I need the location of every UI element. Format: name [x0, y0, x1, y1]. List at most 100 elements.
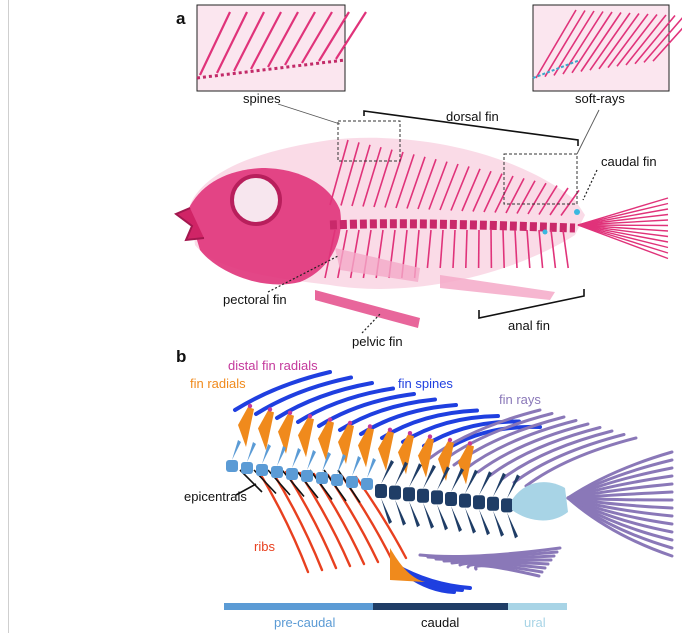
caudal-vertebra [389, 485, 401, 500]
soft-ray [571, 11, 613, 74]
spines-zoom-box [337, 120, 401, 162]
caudal-vertebra [487, 496, 499, 511]
spine-ray [199, 11, 231, 76]
fin-radials-label: fin radials [190, 376, 246, 391]
soft-ray [616, 14, 658, 67]
fin-radial [398, 434, 414, 475]
precaudal-vertebra [271, 466, 283, 478]
caudal-vertebra [403, 487, 415, 502]
rib [538, 229, 544, 269]
distal-radial [467, 441, 473, 446]
fin-spine [380, 408, 479, 440]
rib [439, 229, 444, 269]
caudal-ray [577, 224, 669, 254]
dorsal-ray [450, 166, 470, 211]
distal-radial [447, 437, 453, 443]
spine-ray [301, 11, 333, 64]
haemal-spine [493, 510, 504, 537]
neural-spine [395, 461, 408, 486]
dorsal-ray [351, 144, 371, 207]
precaudal-vertebra [286, 468, 298, 480]
dorsal-ray [406, 156, 426, 209]
fin-ray [500, 429, 614, 481]
haemal-spine [507, 512, 518, 539]
anal-fin-radials [390, 548, 425, 582]
caudal-fin-label: caudal fin [601, 154, 657, 169]
caudal-label: caudal [421, 615, 459, 630]
neural-spine [322, 452, 331, 472]
dorsal-ray [472, 170, 492, 212]
rib [526, 229, 531, 269]
neural-spine [451, 468, 464, 492]
precaudal-vertebra [301, 470, 313, 482]
precaudal-vertebra [331, 474, 343, 486]
rib [550, 229, 557, 269]
caudal-vertebra [375, 484, 387, 498]
anal-ray [426, 550, 559, 560]
caudal-vertebra [501, 498, 513, 513]
caudal-ray [577, 208, 669, 226]
fin-radial [238, 407, 254, 447]
fin-ray [464, 419, 578, 470]
caudal-ray [577, 219, 669, 226]
rib [324, 229, 336, 279]
dorsal-ray [362, 146, 382, 207]
pelvic-fin-callout [361, 312, 382, 334]
fin-radial [378, 430, 394, 471]
soft-rays-zoom-box [503, 153, 578, 205]
distal-radial [267, 407, 273, 412]
soft-ray [607, 13, 649, 69]
neural-spine [381, 460, 394, 484]
pectoral-fin-label: pectoral fin [223, 292, 287, 307]
precaudal-vertebra [256, 464, 268, 476]
caudal-ray [577, 224, 669, 238]
ural-label: ural [524, 615, 546, 630]
distal-radial [387, 427, 393, 432]
distal-radial [367, 424, 373, 429]
fin-radial [458, 444, 474, 485]
distal-radial [247, 403, 253, 409]
caudal-fin-callout [582, 169, 598, 201]
neural-spine [277, 446, 286, 466]
epicentral [295, 469, 319, 499]
rib [562, 229, 569, 269]
caudal-ray [566, 496, 674, 558]
neural-spine [493, 472, 506, 497]
dorsal-ray [461, 168, 481, 212]
caudal-ray [577, 224, 669, 232]
dorsal-ray [417, 158, 437, 210]
rib [452, 229, 456, 269]
anal-fin-bracket [478, 289, 585, 319]
haemal-spine [423, 502, 434, 529]
caudal-ray [577, 224, 669, 260]
caudal-vertebra [473, 495, 485, 510]
dorsal-ray [428, 161, 448, 210]
fin-radial [338, 424, 354, 464]
pectoral-fin-callout [267, 255, 339, 293]
epicentral [281, 469, 305, 498]
neural-spine [507, 474, 520, 499]
caudal-ray [577, 224, 669, 227]
soft-ray [553, 10, 595, 76]
fin-ray [476, 422, 590, 474]
spine-ray [284, 11, 316, 66]
epicentral-pointer [235, 483, 257, 496]
epicentrals-label: epicentrals [184, 489, 247, 504]
neural-spine [232, 440, 241, 460]
fin-ray [488, 426, 602, 477]
precaudal-vertebra [226, 460, 238, 472]
rib [426, 229, 432, 269]
distal-radial [407, 431, 413, 436]
precaudal-vertebra [346, 476, 358, 488]
distal-radial [307, 414, 313, 419]
fin-radial [258, 410, 274, 451]
fin-radial [278, 413, 294, 454]
neural-spine [367, 458, 376, 478]
spines-label: spines [243, 91, 281, 106]
fin-spine [338, 397, 437, 432]
precaudal-vertebra [361, 478, 373, 490]
panel-a-letter: a [176, 9, 186, 28]
fin-rays-label: fin rays [499, 392, 541, 407]
fin-radial [418, 437, 434, 478]
